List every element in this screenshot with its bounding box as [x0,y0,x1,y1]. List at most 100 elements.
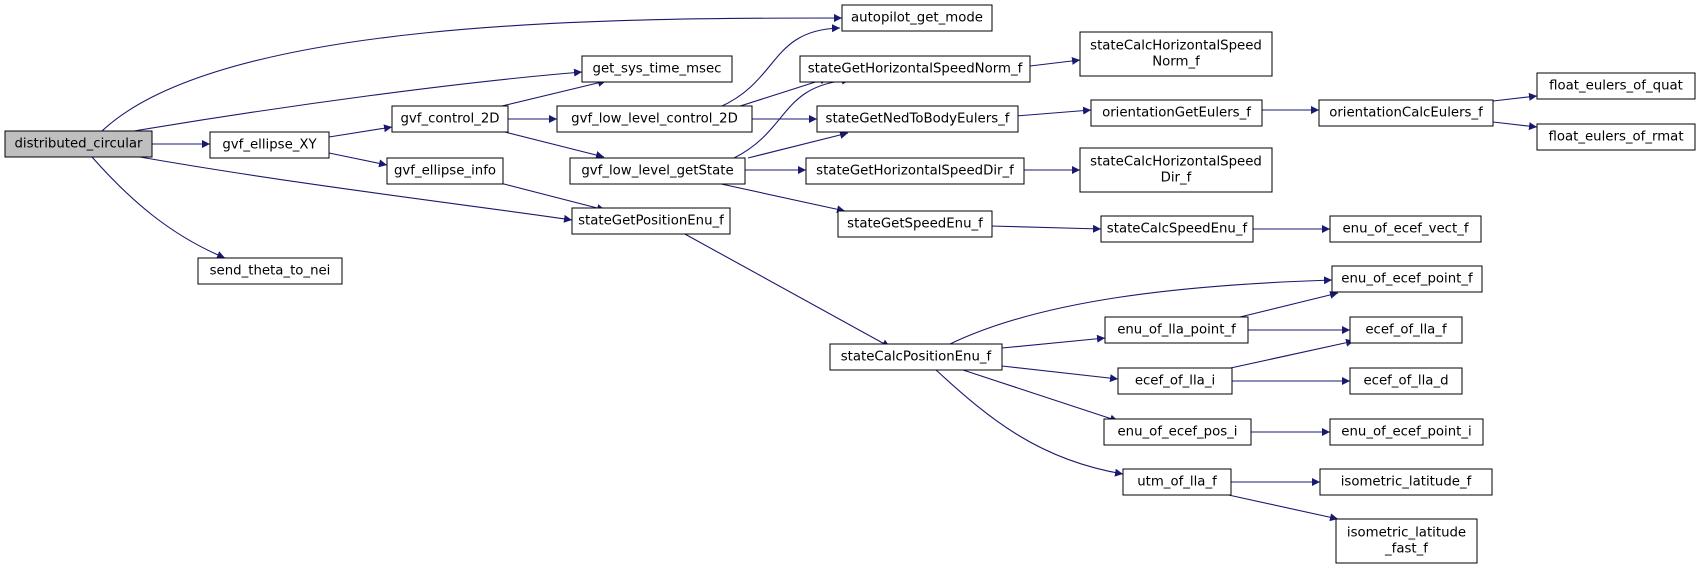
edge-stateGetNedToBodyEulers_f-orientationGetEulers_f [1015,106,1092,117]
edge-gvf_low_level_control_2D-autopilot_get_mode [719,24,841,108]
node-send_theta_to_nei[interactable]: send_theta_to_nei [197,257,343,285]
node-float_eulers_of_rmat[interactable]: float_eulers_of_rmat [1536,123,1696,151]
node-stateGetHorizontalSpeedNorm_f[interactable]: stateGetHorizontalSpeedNorm_f [799,55,1031,83]
node-gvf_ellipse_info[interactable]: gvf_ellipse_info [386,157,504,185]
node-label: isometric_latitude_f [1341,475,1472,490]
node-label: enu_of_ecef_point_f [1341,272,1473,287]
edge-stateGetHorizontalSpeedNorm_f-stateCalcHorizontalSpeedNorm_f [1029,56,1081,67]
edge-orientationCalcEulers_f-float_eulers_of_quat [1492,92,1538,102]
node-label: ecef_of_lla_d [1363,374,1448,389]
node-label: orientationCalcEulers_f [1329,106,1483,121]
node-enu_of_lla_point_f[interactable]: enu_of_lla_point_f [1104,316,1249,344]
edge-distributed_circular-stateGetPositionEnu_f [139,156,573,223]
node-stateGetSpeedEnu_f[interactable]: stateGetSpeedEnu_f [837,210,993,238]
node-gvf_low_level_getState[interactable]: gvf_low_level_getState [569,157,746,185]
node-utm_of_lla_f[interactable]: utm_of_lla_f [1122,468,1232,496]
node-label: stateGetHorizontalSpeedNorm_f [808,62,1023,77]
node-label-line-2: Dir_f [1161,171,1192,186]
edge-stateGetPositionEnu_f-stateCalcPositionEnu_f [682,232,891,348]
node-label: gvf_low_level_getState [581,164,733,179]
node-label: enu_of_ecef_pos_i [1118,425,1238,440]
node-enu_of_ecef_point_f[interactable]: enu_of_ecef_point_f [1331,265,1483,293]
node-orientationGetEulers_f[interactable]: orientationGetEulers_f [1090,99,1263,127]
node-stateCalcHorizontalSpeedDir_f[interactable]: stateCalcHorizontalSpeed Dir_f [1079,147,1273,193]
node-gvf_ellipse_XY[interactable]: gvf_ellipse_XY [209,131,330,159]
edge-stateGetSpeedEnu_f-stateCalcSpeedEnu_f [989,224,1102,233]
node-label: utm_of_lla_f [1137,475,1217,490]
graph-nodes: distributed_circular autopilot_get_mode … [4,4,1696,564]
node-label: stateGetNedToBodyEulers_f [826,112,1010,127]
node-enu_of_ecef_point_i[interactable]: enu_of_ecef_point_i [1329,418,1484,446]
node-label-line-1: stateCalcHorizontalSpeed [1090,155,1262,170]
node-label: send_theta_to_nei [210,264,331,279]
node-label: enu_of_ecef_vect_f [1342,222,1468,237]
node-label: distributed_circular [14,137,143,152]
node-label-line-2: _fast_f [1384,542,1428,557]
node-label: float_eulers_of_rmat [1548,130,1683,145]
node-label: float_eulers_of_quat [1549,79,1683,94]
edge-ecef_of_lla_i-ecef_of_lla_f [1225,338,1355,370]
node-stateCalcPositionEnu_f[interactable]: stateCalcPositionEnu_f [829,343,1003,371]
edge-gvf_control_2D-gvf_low_level_getState [504,131,605,159]
node-label: enu_of_ecef_point_i [1341,425,1471,440]
node-label: get_sys_time_msec [593,62,722,77]
node-label: stateGetSpeedEnu_f [847,217,983,232]
edge-distributed_circular-autopilot_get_mode [101,14,843,132]
node-stateGetPositionEnu_f[interactable]: stateGetPositionEnu_f [571,207,731,235]
edge-stateCalcPositionEnu_f-enu_of_ecef_point_f [947,276,1333,346]
edge-gvf_ellipse_XY-gvf_ellipse_info [328,152,388,168]
node-label-line-2: Norm_f [1152,55,1200,70]
node-get_sys_time_msec[interactable]: get_sys_time_msec [581,55,733,83]
edge-distributed_circular-send_theta_to_nei [91,156,226,259]
edge-distributed_circular-get_sys_time_msec [133,68,583,132]
edge-gvf_ellipse_XY-gvf_control_2D [328,124,393,138]
node-label: stateCalcSpeedEnu_f [1107,222,1248,237]
node-stateCalcHorizontalSpeedNorm_f[interactable]: stateCalcHorizontalSpeed Norm_f [1079,31,1273,77]
node-stateGetNedToBodyEulers_f[interactable]: stateGetNedToBodyEulers_f [816,105,1019,133]
edge-gvf_low_level_getState-stateGetNedToBodyEulers_f [747,131,849,159]
node-label: stateGetPositionEnu_f [578,214,724,229]
node-label: stateGetHorizontalSpeedDir_f [816,164,1014,179]
edge-gvf_low_level_getState-stateGetHorizontalSpeedNorm_f [733,76,851,159]
edge-stateCalcPositionEnu_f-enu_of_lla_point_f [1001,334,1106,349]
edge-stateCalcPositionEnu_f-ecef_of_lla_i [1001,365,1119,383]
edge-stateCalcPositionEnu_f-enu_of_ecef_pos_i [959,368,1119,423]
node-ecef_of_lla_f[interactable]: ecef_of_lla_f [1349,316,1463,344]
edge-stateCalcPositionEnu_f-utm_of_lla_f [934,368,1124,477]
node-enu_of_ecef_vect_f[interactable]: enu_of_ecef_vect_f [1329,215,1482,243]
edge-orientationCalcEulers_f-float_eulers_of_rmat [1492,121,1538,131]
node-label: gvf_control_2D [400,112,499,127]
node-label: stateCalcPositionEnu_f [841,350,992,365]
node-stateCalcSpeedEnu_f[interactable]: stateCalcSpeedEnu_f [1100,215,1254,243]
node-label-line-1: isometric_latitude [1347,526,1466,541]
node-label: gvf_ellipse_info [394,164,496,179]
node-label: ecef_of_lla_i [1135,374,1215,389]
node-stateGetHorizontalSpeedDir_f[interactable]: stateGetHorizontalSpeedDir_f [805,157,1025,185]
edge-gvf_low_level_control_2D-stateGetHorizontalSpeedNorm_f [733,76,829,109]
node-gvf_control_2D[interactable]: gvf_control_2D [391,105,509,133]
node-distributed_circular[interactable]: distributed_circular [4,130,153,158]
node-label: autopilot_get_mode [851,11,983,26]
node-label-line-1: stateCalcHorizontalSpeed [1090,39,1262,54]
node-label: orientationGetEulers_f [1102,106,1251,121]
node-gvf_low_level_control_2D[interactable]: gvf_low_level_control_2D [556,105,753,133]
node-enu_of_ecef_pos_i[interactable]: enu_of_ecef_pos_i [1103,418,1252,446]
node-label: ecef_of_lla_f [1365,323,1447,338]
node-ecef_of_lla_d[interactable]: ecef_of_lla_d [1349,367,1463,395]
edge-utm_of_lla_f-isometric_latitude_fast_f [1223,493,1339,522]
edge-gvf_low_level_getState-stateGetSpeedEnu_f [711,181,846,214]
edge-gvf_control_2D-get_sys_time_msec [501,78,607,107]
node-autopilot_get_mode[interactable]: autopilot_get_mode [841,4,993,32]
edge-gvf_ellipse_info-stateGetPositionEnu_f [499,182,606,212]
node-isometric_latitude_f[interactable]: isometric_latitude_f [1319,468,1493,496]
node-label: gvf_ellipse_XY [222,138,317,153]
node-label: enu_of_lla_point_f [1117,323,1236,338]
node-isometric_latitude_fast_f[interactable]: isometric_latitude _fast_f [1335,518,1478,564]
node-ecef_of_lla_i[interactable]: ecef_of_lla_i [1117,367,1233,395]
graph-edges [91,14,1538,522]
node-orientationCalcEulers_f[interactable]: orientationCalcEulers_f [1318,99,1494,127]
node-float_eulers_of_quat[interactable]: float_eulers_of_quat [1536,72,1696,100]
node-label: gvf_low_level_control_2D [571,112,738,127]
edge-enu_of_lla_point_f-enu_of_ecef_point_f [1235,291,1339,319]
